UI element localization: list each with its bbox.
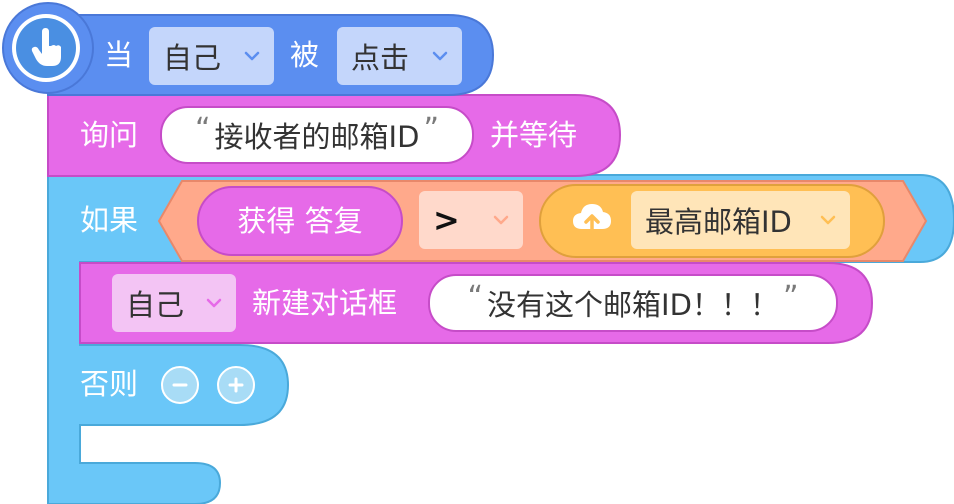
dialog-target-dropdown[interactable]: 自己: [112, 274, 236, 332]
cloud-variable-dropdown[interactable]: 最高邮箱ID: [631, 191, 850, 249]
operator-value: >: [433, 201, 460, 239]
chevron-down-icon: [820, 215, 836, 225]
ask-label: 询问: [80, 118, 139, 152]
dialog-text-value: 没有这个邮箱ID！！！: [487, 288, 779, 322]
close-quote: ”: [423, 111, 439, 147]
else-label: 否则: [80, 367, 139, 401]
chevron-down-icon: [206, 298, 222, 308]
add-branch-button[interactable]: [217, 366, 255, 404]
ask-text-input[interactable]: “ 接收者的邮箱ID ”: [160, 106, 474, 164]
event-target-value: 自己: [163, 41, 222, 75]
open-quote: “: [467, 279, 484, 315]
ask-text-value: 接收者的邮箱ID: [214, 120, 420, 154]
minus-icon: [172, 383, 188, 387]
event-mid-label: 被: [290, 38, 320, 72]
dialog-text-input[interactable]: “ 没有这个邮箱ID！！！ ”: [428, 274, 838, 332]
close-quote: ”: [782, 279, 799, 315]
cloud-variable-value: 最高邮箱ID: [645, 205, 792, 239]
cloud-upload-icon: [573, 204, 611, 235]
remove-branch-button[interactable]: [161, 366, 199, 404]
dialog-target-value: 自己: [126, 288, 185, 322]
get-answer-reporter[interactable]: 获得 答复: [197, 186, 403, 256]
plus-icon: [228, 377, 244, 393]
open-quote: “: [195, 111, 211, 147]
event-action-dropdown[interactable]: 点击: [337, 27, 462, 85]
if-label: 如果: [80, 203, 139, 237]
new-dialog-label: 新建对话框: [252, 286, 398, 320]
chevron-down-icon: [244, 51, 260, 61]
event-action-value: 点击: [351, 41, 410, 75]
ask-suffix-label: 并等待: [490, 118, 578, 152]
event-prefix-label: 当: [104, 38, 134, 72]
chevron-down-icon: [493, 215, 509, 225]
hand-pointer-icon: [31, 28, 61, 66]
get-answer-label: 获得 答复: [237, 203, 363, 238]
chevron-down-icon: [432, 51, 448, 61]
operator-dropdown[interactable]: >: [419, 191, 523, 249]
event-target-dropdown[interactable]: 自己: [149, 27, 274, 85]
